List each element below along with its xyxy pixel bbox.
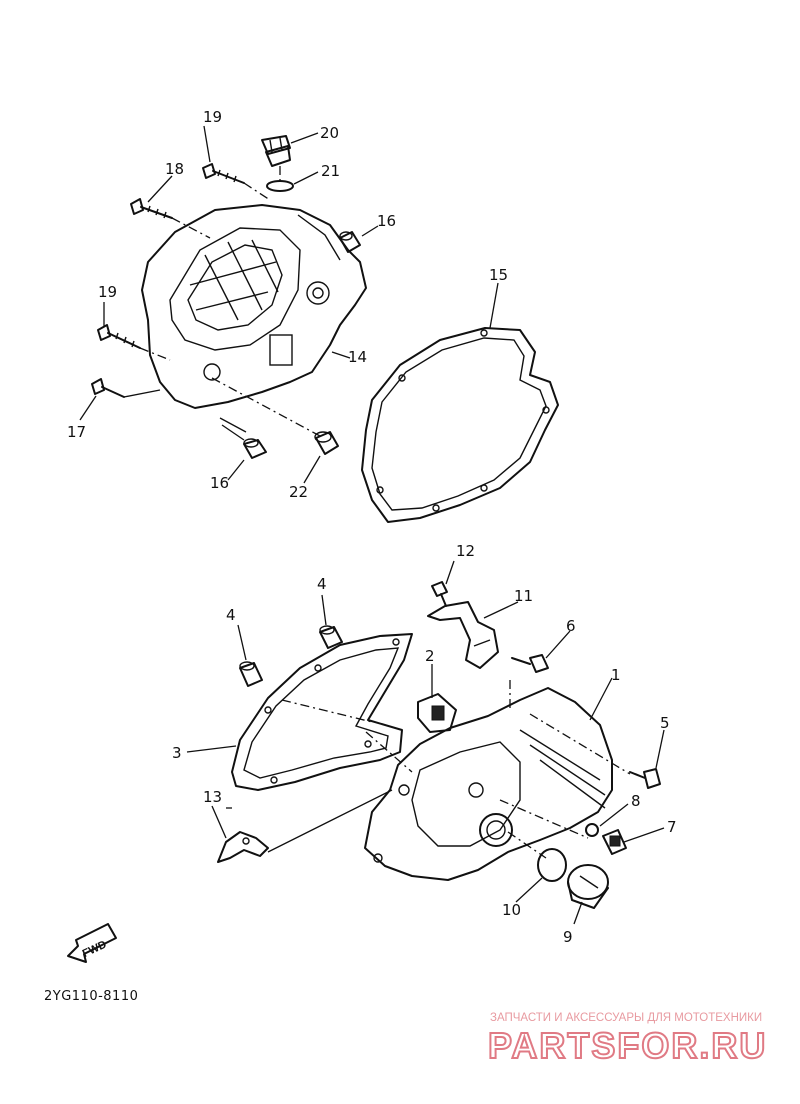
callout-12: 12 — [456, 542, 475, 560]
callout-20: 20 — [320, 124, 339, 142]
o-ring-8 — [585, 823, 599, 837]
callout-11: 11 — [514, 587, 533, 605]
oil-seal-22 — [314, 431, 339, 455]
callout-16a: 16 — [377, 212, 396, 230]
gasket-3 — [231, 633, 413, 791]
callout-7: 7 — [667, 818, 677, 836]
callout-6: 6 — [566, 617, 576, 635]
dowel-pin-4-right — [319, 625, 343, 649]
callout-labels: 1 2 3 4 4 5 6 7 8 9 10 11 12 13 14 15 16… — [67, 108, 677, 946]
callout-3: 3 — [172, 744, 182, 762]
fwd-arrow-icon: FWD — [67, 923, 117, 963]
bolt-18 — [130, 198, 173, 219]
bolt-17 — [91, 378, 125, 398]
callout-22: 22 — [289, 483, 308, 501]
callout-14: 14 — [348, 348, 367, 366]
plug-7 — [602, 829, 627, 855]
callout-1: 1 — [611, 666, 621, 684]
crankcase-cover-clutch — [141, 204, 367, 409]
diagram-code: 2YG110-8110 — [44, 989, 138, 1004]
plug-9 — [567, 864, 609, 909]
callout-18: 18 — [165, 160, 184, 178]
neutral-switch-2 — [417, 693, 457, 733]
callout-4a: 4 — [317, 575, 327, 593]
dowel-pin-16-bottom — [243, 438, 267, 459]
crankcase-cover-generator — [364, 687, 613, 881]
fwd-label: FWD — [81, 939, 109, 960]
lower-guide-lines — [186, 560, 665, 925]
callout-13: 13 — [203, 788, 222, 806]
callout-10: 10 — [502, 901, 521, 919]
watermark: ЗАПЧАСТИ И АКСЕССУАРЫ ДЛЯ МОТОТЕХНИКИ PA… — [487, 1012, 767, 1067]
o-ring-10 — [537, 848, 567, 882]
upper-guide-lines — [79, 125, 499, 484]
callout-21: 21 — [321, 162, 340, 180]
callout-17: 17 — [67, 423, 86, 441]
callout-8: 8 — [631, 792, 641, 810]
oil-filler-cap-20 — [261, 135, 291, 167]
watermark-tagline: ЗАПЧАСТИ И АКСЕССУАРЫ ДЛЯ МОТОТЕХНИКИ — [490, 1012, 762, 1024]
bolt-12 — [431, 581, 448, 607]
callout-5: 5 — [660, 714, 670, 732]
bolt-6 — [511, 654, 549, 673]
callout-19b: 19 — [98, 283, 117, 301]
dowel-pin-4-left — [239, 661, 263, 687]
callout-4b: 4 — [226, 606, 236, 624]
callout-2: 2 — [425, 647, 435, 665]
callout-19a: 19 — [203, 108, 222, 126]
bolt-5 — [629, 768, 661, 789]
watermark-logo: PARTSFOR.RU — [488, 1025, 767, 1066]
callout-9: 9 — [563, 928, 573, 946]
o-ring-21 — [266, 180, 294, 192]
bolt-19-left — [97, 324, 141, 349]
bracket-13 — [217, 831, 269, 863]
bolt-19-top — [202, 163, 245, 184]
dowel-pin-16-top — [339, 231, 361, 253]
guide-11 — [427, 601, 499, 669]
callout-16b: 16 — [210, 474, 229, 492]
gasket-15 — [361, 327, 559, 523]
callout-15: 15 — [489, 266, 508, 284]
